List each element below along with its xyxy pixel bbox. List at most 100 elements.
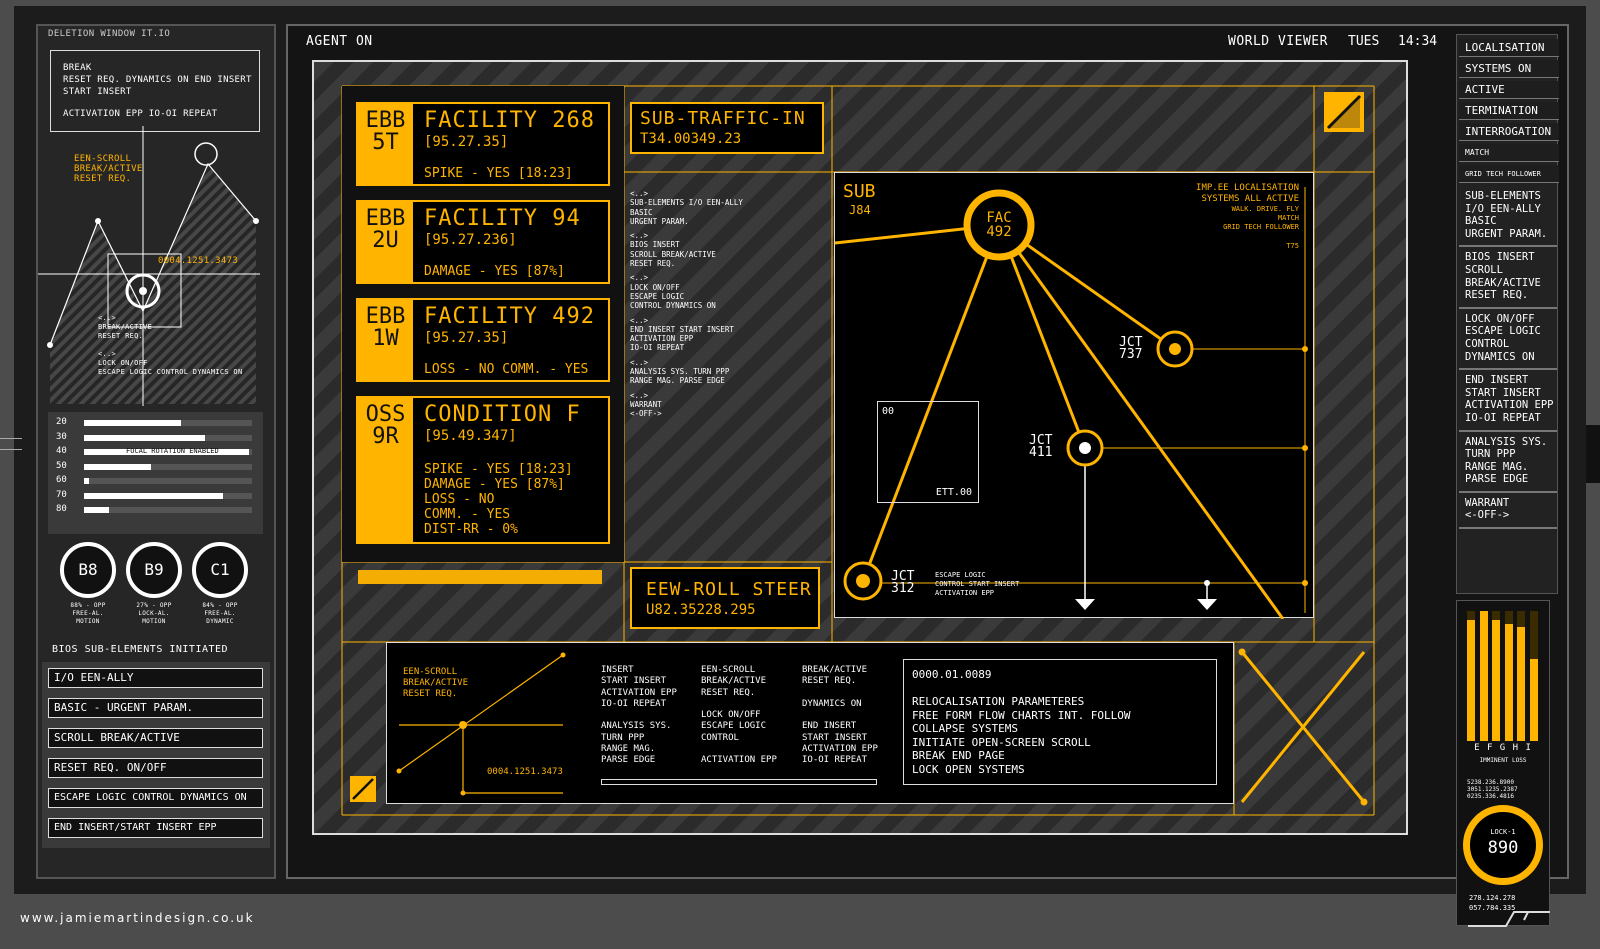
text-line: FREE-AL. xyxy=(204,610,236,617)
text-line: IMP.EE LOCALISATION xyxy=(1196,183,1299,193)
footer-url[interactable]: www.jamiemartindesign.co.uk xyxy=(20,911,255,925)
facility-coord: [95.27.236] xyxy=(424,232,517,248)
right-panel: LOCALISATION SYSTEMS ON ACTIVE TERMINATI… xyxy=(1456,34,1561,926)
expand-icon[interactable] xyxy=(1324,92,1364,132)
note-line: START INSERT xyxy=(63,87,132,97)
bios-button-group: I/O EEN-ALLY BASIC - URGENT PARAM. SCROL… xyxy=(42,662,270,848)
list-line: SCROLL BREAK/ACTIVE xyxy=(630,249,716,259)
agent-status: AGENT ON xyxy=(306,34,373,49)
tab-localisation[interactable]: LOCALISATION xyxy=(1459,39,1559,57)
reloc-line: BREAK END PAGE xyxy=(912,749,1005,763)
tab-termination[interactable]: TERMINATION xyxy=(1459,102,1559,120)
note-line: RESET REQ. DYNAMICS ON END INSERT xyxy=(63,75,252,85)
block-line: IO-OI REPEAT xyxy=(1465,411,1541,424)
een-scroll-label: EEN-SCROLL BREAK/ACTIVE RESET REQ. xyxy=(74,154,143,184)
text-line: JCT xyxy=(1029,433,1053,448)
block-line: SUB-ELEMENTS xyxy=(1465,190,1541,202)
time-label: 14:34 xyxy=(1398,34,1438,49)
bar-label: 60 xyxy=(56,475,67,485)
right-block: WARRANT<-OFF-> xyxy=(1459,493,1557,530)
block-line: BASIC xyxy=(1465,215,1497,228)
text-line: 0235.336.4816 xyxy=(1467,793,1514,800)
bar-track xyxy=(84,507,252,513)
bar-fill xyxy=(84,449,249,455)
facility-status: LOSS - NO COMM. - YES xyxy=(424,362,589,377)
list-line: <..> xyxy=(630,273,649,283)
facility-coord: [95.27.35] xyxy=(424,134,509,150)
escape-logic-button[interactable]: ESCAPE LOGIC CONTROL DYNAMICS ON xyxy=(48,788,263,808)
list-line: ESCAPE LOGIC xyxy=(630,291,685,301)
sub-traffic-box[interactable]: SUB-TRAFFIC-IN T34.00349.23 xyxy=(630,102,824,154)
focal-rotation-note: FOCAL ROTATION ENABLED xyxy=(126,447,219,455)
notes-box: BREAK RESET REQ. DYNAMICS ON END INSERT … xyxy=(50,50,260,132)
text-line: DYNAMIC xyxy=(206,618,234,625)
list-line: BASIC xyxy=(630,207,653,217)
facility-status: SPIKE - YES [18:23] xyxy=(424,166,573,181)
end-insert-button[interactable]: END INSERT/START INSERT EPP xyxy=(48,818,263,838)
eew-roll-box[interactable]: EEW-ROLL STEER U82.35228.295 xyxy=(630,567,820,629)
lock-gauge[interactable]: LOCK-1 890 xyxy=(1463,805,1543,885)
column-line: INSERT xyxy=(601,665,634,675)
bar-label: 20 xyxy=(56,417,67,427)
target-box[interactable]: 00 ETT.00 xyxy=(877,401,979,503)
column-line: RESET REQ. xyxy=(701,687,756,698)
column-line xyxy=(701,744,777,755)
corner-diagonal-icon[interactable] xyxy=(350,776,376,802)
sub-notes: <..> BREAK/ACTIVE RESET REQ. <..> LOCK O… xyxy=(98,314,242,377)
tab-systems-on[interactable]: SYSTEMS ON xyxy=(1459,60,1559,78)
text-line: 737 xyxy=(1119,347,1143,362)
bar-fill xyxy=(84,420,182,426)
eew-value: U82.35228.295 xyxy=(646,602,756,618)
text-line: 27% - OPP xyxy=(136,602,172,609)
tab-match[interactable]: MATCH xyxy=(1459,144,1559,162)
text-line: GRID TECH FOLLOWER xyxy=(1223,223,1299,231)
block-line: ACTIVATION EPP xyxy=(1465,399,1554,412)
facility-status: COMM. - YES xyxy=(424,507,511,522)
eew-title: EEW-ROLL STEER xyxy=(646,579,812,600)
block-line: END INSERT xyxy=(1465,374,1529,387)
tab-grid-tech-follower[interactable]: GRID TECH FOLLOWER xyxy=(1459,165,1559,183)
list-line: CONTROL DYNAMICS ON xyxy=(630,301,716,311)
io-een-ally-button[interactable]: I/O EEN-ALLY xyxy=(48,668,263,688)
relocalisation-box[interactable]: 0000.01.0089 RELOCALISATION PARAMETERES … xyxy=(903,659,1217,785)
list-line: <..> xyxy=(630,390,649,400)
list-line: RESET REQ. xyxy=(630,259,676,269)
reloc-line: INITIATE OPEN-SCREEN SCROLL xyxy=(912,735,1091,749)
bar-letters: E F G H I xyxy=(1474,743,1532,753)
bottom-progress xyxy=(601,779,877,785)
world-viewer-title: WORLD VIEWER xyxy=(1228,34,1328,49)
tab-interrogation[interactable]: INTERROGATION xyxy=(1459,123,1559,141)
tab-active[interactable]: ACTIVE xyxy=(1459,81,1559,99)
basic-urgent-param-button[interactable]: BASIC - URGENT PARAM. xyxy=(48,698,263,718)
sub-code: J84 xyxy=(849,203,871,217)
list-line: ACTIVATION EPP xyxy=(630,334,694,344)
text-line: 411 xyxy=(1029,445,1053,460)
bar-fill xyxy=(84,478,90,484)
code-line: 9R xyxy=(372,424,399,449)
column-line: TURN PPP xyxy=(601,732,645,743)
scroll-break-active-button[interactable]: SCROLL BREAK/ACTIVE xyxy=(48,728,263,748)
reloc-line: LOCK OPEN SYSTEMS xyxy=(912,762,1025,776)
text-line: LOCK-AL. xyxy=(138,610,170,617)
jm-logo xyxy=(1468,911,1550,927)
text-line: MATCH xyxy=(1277,214,1299,222)
code-line: 1W xyxy=(372,326,399,351)
column-line: BREAK/ACTIVE xyxy=(802,665,868,675)
reset-req-button[interactable]: RESET REQ. ON/OFF xyxy=(48,758,263,778)
text-line: FREE-AL. xyxy=(72,610,104,617)
list-line: URGENT PARAM. xyxy=(630,216,689,226)
column-line: EEN-SCROLL xyxy=(701,665,756,675)
